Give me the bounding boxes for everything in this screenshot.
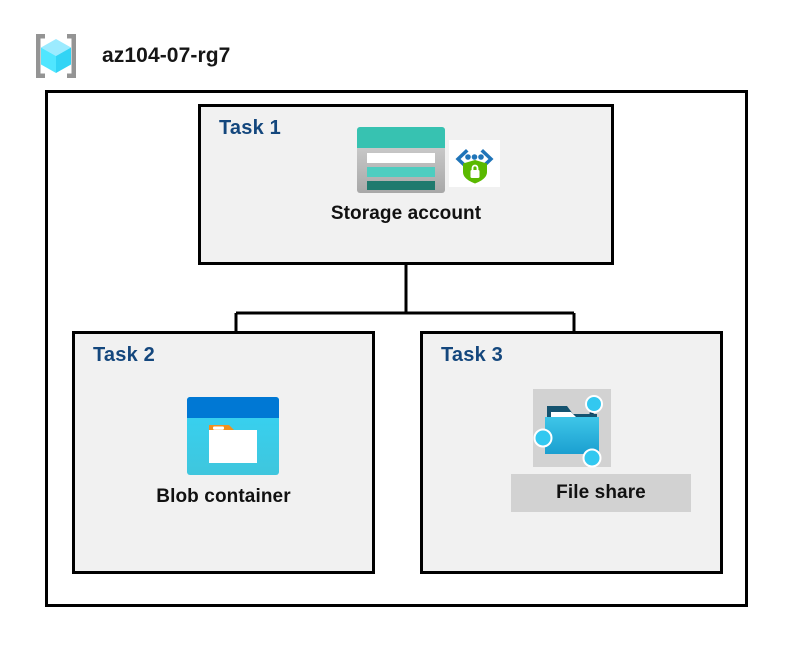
task-1-label: Task 1 (219, 117, 281, 139)
task-2-label: Task 2 (93, 344, 155, 366)
secure-endpoint-shield-icon (449, 140, 500, 187)
file-share-icon (527, 384, 619, 472)
resource-group-icon (30, 31, 82, 81)
storage-account-caption: Storage account (330, 203, 482, 224)
task-1-box[interactable]: Task 1 (198, 104, 614, 265)
resource-group-header: az104-07-rg7 (30, 28, 330, 84)
file-share-caption: File share (511, 474, 691, 512)
blob-container-caption: Blob container (156, 486, 291, 507)
task-3-label: Task 3 (441, 344, 503, 366)
storage-account-icon (356, 126, 446, 194)
resource-group-title: az104-07-rg7 (102, 44, 231, 67)
task-2-box[interactable]: Task 2 Blob container (72, 331, 375, 574)
blob-container-icon (185, 395, 281, 477)
task-3-box[interactable]: Task 3 (420, 331, 723, 574)
